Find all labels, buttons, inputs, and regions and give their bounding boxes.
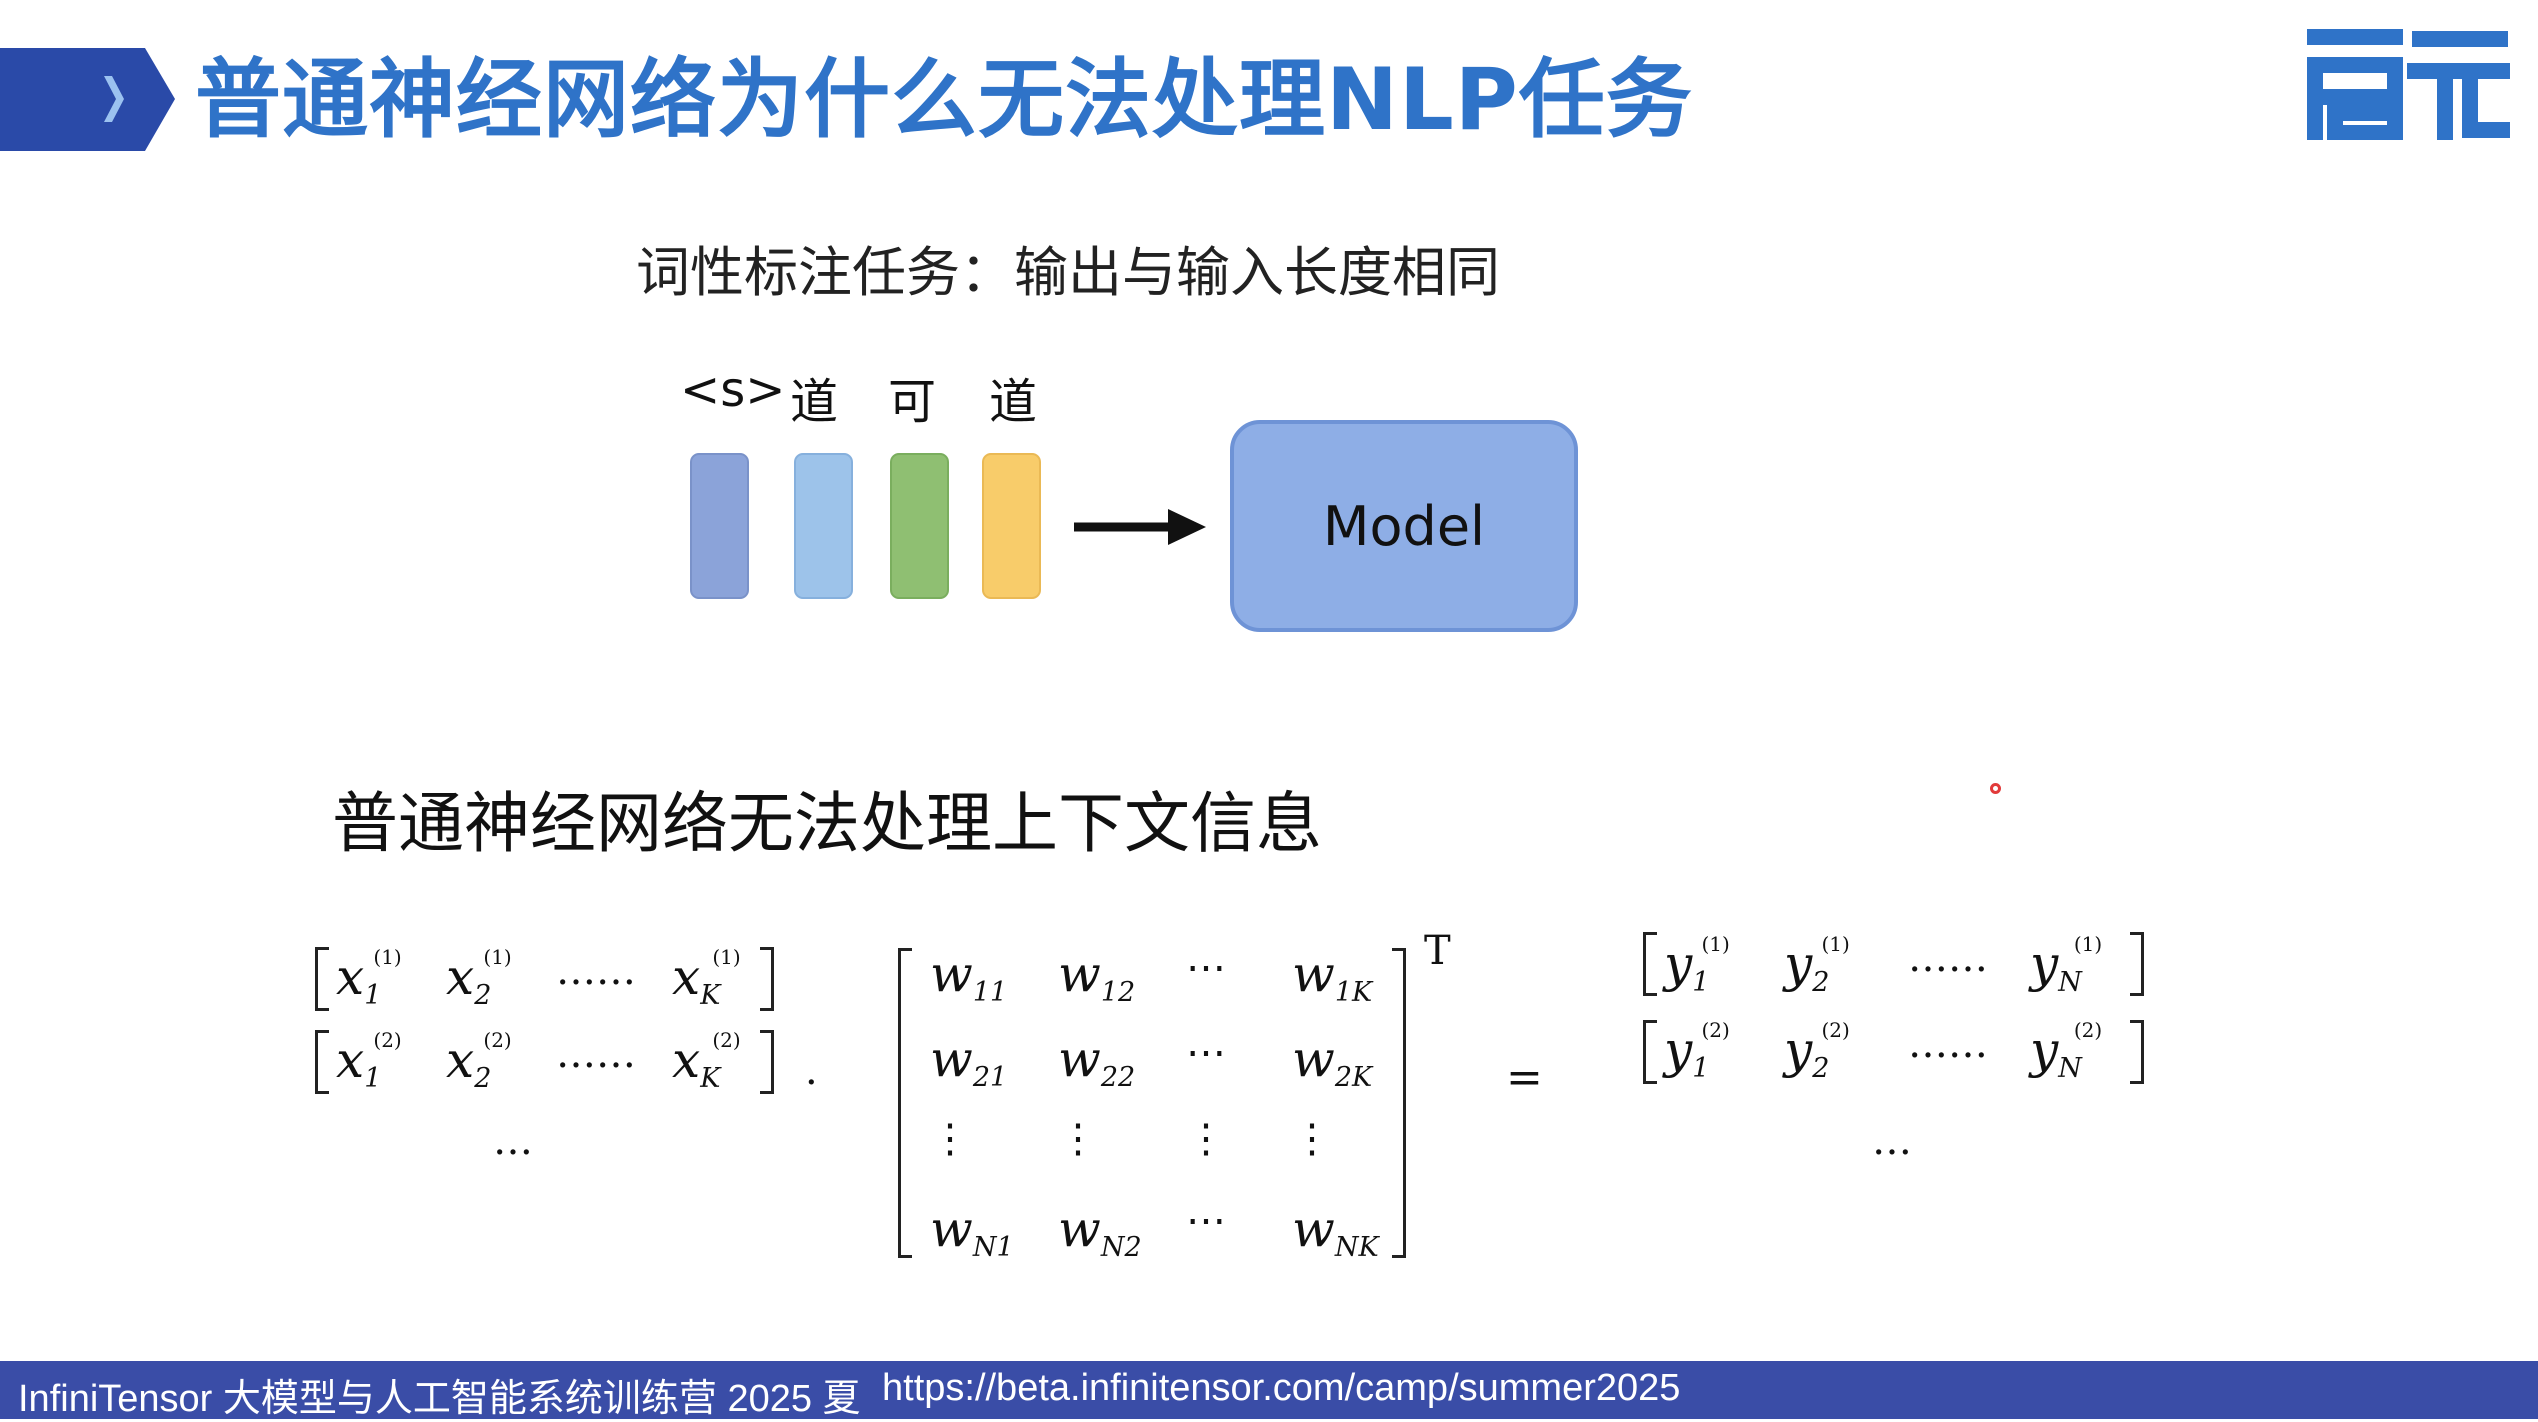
- pointer-dot: [1990, 783, 2001, 794]
- x-2-1: x1(2): [336, 1028, 402, 1094]
- token-vector-dao-2: [982, 453, 1041, 599]
- transpose-mark: T: [1424, 928, 1451, 974]
- w-22: w22: [1058, 1030, 1136, 1093]
- task-subtitle: 词性标注任务：输出与输入长度相同: [636, 241, 1500, 304]
- w-n2: wN2: [1058, 1200, 1142, 1263]
- bracket-left: [315, 1030, 329, 1094]
- row-ellipsis: …: [1872, 1118, 1912, 1164]
- x-1-k: xK(1): [672, 945, 741, 1011]
- token-label-ke: 可: [888, 374, 937, 430]
- right-arrow-icon: [1074, 509, 1206, 545]
- cdots: ⋯: [1186, 1198, 1226, 1244]
- y-2-1: y1(2): [1664, 1018, 1730, 1084]
- y-1-2: y2(1): [1784, 932, 1850, 998]
- footer-url-link[interactable]: https://beta.infinitensor.com/camp/summe…: [882, 1367, 1681, 1409]
- bracket-left: [315, 947, 329, 1011]
- bracket-right: [760, 1030, 774, 1094]
- ellipsis: ……: [1908, 935, 1988, 981]
- bracket-right: [1392, 948, 1406, 1258]
- token-vector-ke: [890, 453, 949, 599]
- dot-operator: ·: [805, 1060, 818, 1106]
- vdots: ⋮: [1292, 1116, 1332, 1162]
- section-heading: 普通神经网络无法处理上下文信息: [332, 785, 1322, 862]
- w-21: w21: [930, 1030, 1008, 1093]
- token-vector-start: [690, 453, 749, 599]
- logo-icon: [2307, 29, 2510, 140]
- token-label-dao-1: 道: [790, 374, 839, 430]
- ellipsis: ……: [556, 1031, 636, 1077]
- footer-camp-text: InfiniTensor 大模型与人工智能系统训练营 2025 夏: [18, 1378, 861, 1420]
- token-label-dao-2: 道: [989, 374, 1038, 430]
- w-n1: wN1: [930, 1200, 1014, 1263]
- w-11: w11: [930, 945, 1008, 1008]
- row-ellipsis: …: [493, 1118, 533, 1164]
- equals-sign: =: [1506, 1052, 1543, 1103]
- token-label-start: <s>: [680, 362, 786, 418]
- model-box: Model: [1230, 420, 1578, 632]
- page-title: 普通神经网络为什么无法处理NLP任务: [195, 50, 1693, 150]
- vdots: ⋮: [1058, 1116, 1098, 1162]
- footer-bar: [0, 1361, 2538, 1419]
- token-vector-dao-1: [794, 453, 853, 599]
- bracket-left: [1643, 1020, 1657, 1084]
- bracket-left: [1643, 932, 1657, 996]
- x-1-1: x1(1): [336, 945, 402, 1011]
- y-1-n: yN(1): [2030, 932, 2103, 998]
- cdots: ⋯: [1186, 945, 1226, 991]
- ellipsis: ……: [1908, 1021, 1988, 1067]
- x-2-2: x2(2): [446, 1028, 512, 1094]
- bracket-right: [760, 947, 774, 1011]
- vdots: ⋮: [930, 1116, 970, 1162]
- w-12: w12: [1058, 945, 1136, 1008]
- w-nk: wNK: [1292, 1200, 1379, 1263]
- w-2k: w2K: [1292, 1030, 1373, 1093]
- x-2-k: xK(2): [672, 1028, 741, 1094]
- vdots: ⋮: [1186, 1116, 1226, 1162]
- title-accent-bar: [0, 48, 175, 151]
- bracket-right: [2130, 932, 2144, 996]
- ellipsis: ……: [556, 948, 636, 994]
- y-2-n: yN(2): [2030, 1018, 2103, 1084]
- bracket-left: [898, 948, 912, 1258]
- w-1k: w1K: [1292, 945, 1373, 1008]
- y-2-2: y2(2): [1784, 1018, 1850, 1084]
- y-1-1: y1(1): [1664, 932, 1730, 998]
- x-1-2: x2(1): [446, 945, 512, 1011]
- cdots: ⋯: [1186, 1030, 1226, 1076]
- bracket-right: [2130, 1020, 2144, 1084]
